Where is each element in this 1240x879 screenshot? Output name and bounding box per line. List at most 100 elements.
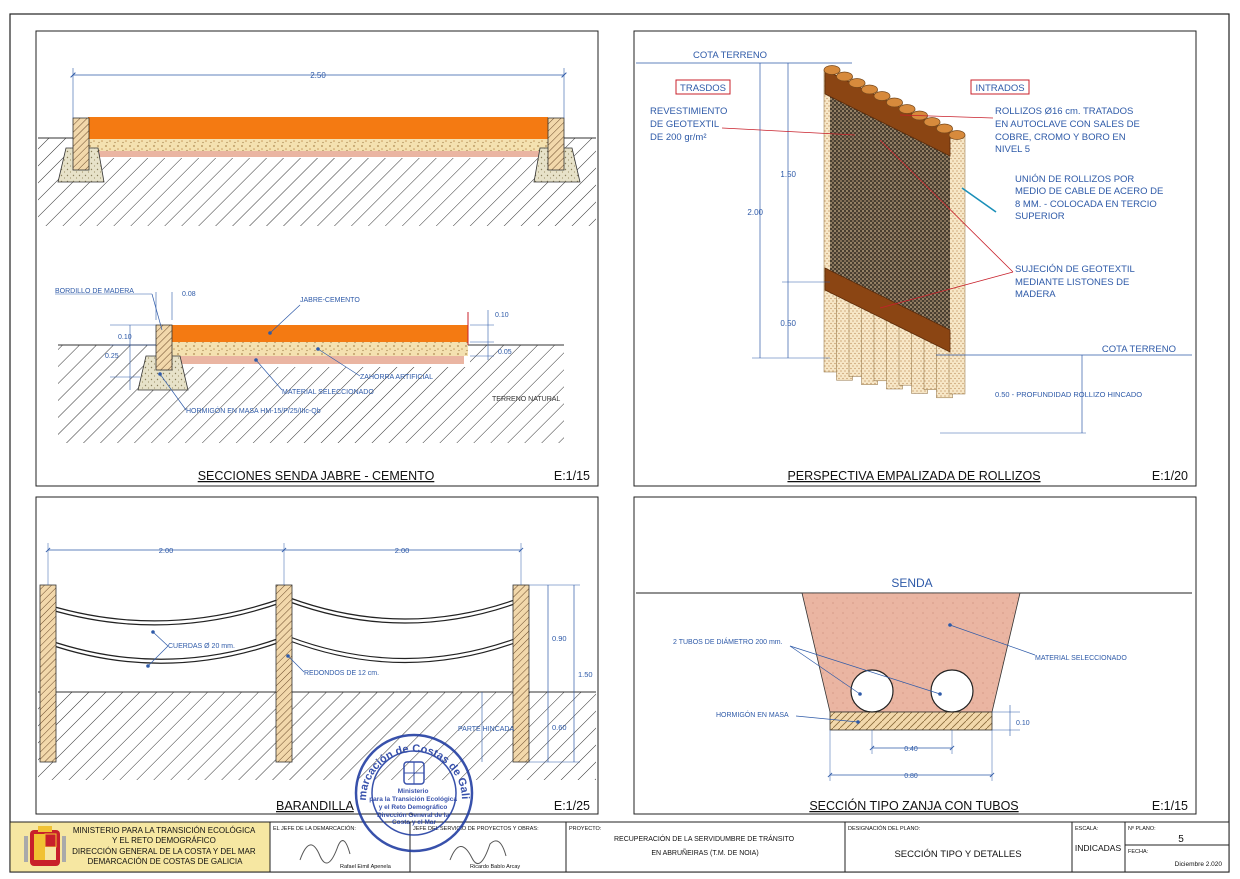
label-intrados: INTRADOS bbox=[975, 83, 1024, 94]
dim-sub: 0.05 bbox=[498, 349, 512, 356]
stamp-crest-icon bbox=[403, 761, 425, 785]
log-top bbox=[848, 78, 866, 88]
label-parte-hincada: PARTE HINCADA bbox=[458, 726, 514, 733]
label-revestimiento: REVESTIMIENTO DE GEOTEXTIL DE 200 gr/m² bbox=[650, 106, 730, 143]
panel-barandilla: 2.00 2.00 0.90 1.50 0.60 PARTE HINCADA C… bbox=[35, 496, 599, 815]
post-middle bbox=[275, 584, 293, 763]
jefe-servicio-label: JEFE DEL SERVICIO DE PROYECTOS Y OBRAS: bbox=[413, 826, 539, 832]
log-top bbox=[948, 130, 966, 140]
dim-h-below: 0.60 bbox=[552, 723, 567, 732]
log-top bbox=[861, 84, 878, 95]
fecha: Diciembre 2.020 bbox=[1175, 861, 1223, 868]
dim-top: 0.10 bbox=[495, 312, 509, 319]
panel-empalizada-scale: E:1/20 bbox=[1152, 469, 1188, 483]
dim-upper: 1.50 bbox=[780, 170, 796, 179]
panel-empalizada-title: PERSPECTIVA EMPALIZADA DE ROLLIZOS bbox=[787, 469, 1040, 483]
panel-empalizada: COTA TERRENO TRASDOS INTRADOS COTA TERRE… bbox=[633, 30, 1197, 487]
concrete-slab bbox=[829, 711, 993, 731]
material-layer-top bbox=[88, 151, 548, 157]
label-trasdos: TRASDOS bbox=[680, 83, 726, 94]
jabre-layer bbox=[172, 325, 468, 342]
proyecto-name: RECUPERACIÓN DE LA SERVIDUMBRE DE TRÁNSI… bbox=[614, 834, 796, 857]
log-top bbox=[923, 117, 941, 127]
panel-barandilla-scale: E:1/25 bbox=[554, 799, 590, 813]
bordillo-left-top bbox=[72, 117, 90, 171]
label-profundidad: 0.50 - PROFUNDIDAD ROLLIZO HINCADO bbox=[995, 390, 1142, 399]
cota-top: COTA TERRENO bbox=[693, 50, 767, 61]
geotextile-panel bbox=[830, 80, 950, 345]
label-terreno: TERRENO NATURAL bbox=[492, 396, 560, 403]
bordillo-bottom bbox=[155, 324, 173, 371]
zahorra-layer bbox=[172, 342, 468, 356]
signature-jefe bbox=[299, 840, 351, 864]
log-top bbox=[873, 91, 891, 101]
label-senda: SENDA bbox=[891, 576, 932, 590]
label-hormigon-zanja: HORMIGÓN EN MASA bbox=[716, 710, 789, 719]
bordillo-right-top bbox=[547, 117, 565, 171]
dim-width: 2.50 bbox=[310, 71, 326, 80]
panel-barandilla-title: BARANDILLA bbox=[276, 799, 354, 813]
label-cuerdas: CUERDAS Ø 20 mm. bbox=[168, 643, 235, 650]
label-material-zanja: MATERIAL SELECCIONADO bbox=[1035, 655, 1127, 662]
pipe-right bbox=[930, 669, 974, 713]
dim-h1: 0.10 bbox=[118, 334, 132, 341]
pipe-left bbox=[850, 669, 894, 713]
post-left bbox=[39, 584, 57, 763]
jabre-layer-top bbox=[88, 117, 548, 139]
jefe-name: Rafael Eimil Apenela bbox=[340, 864, 392, 870]
log-top bbox=[836, 71, 853, 82]
label-bordillo: BORDILLO DE MADERA bbox=[55, 288, 134, 295]
log-top bbox=[886, 97, 903, 108]
post-right bbox=[512, 584, 530, 763]
ministry-name: MINISTERIO PARA LA TRANSICIÓN ECOLÓGICA … bbox=[72, 826, 258, 866]
jefe-label: EL JEFE DE LA DEMARCACIÓN: bbox=[273, 825, 356, 832]
fecha-label: FECHA: bbox=[1128, 849, 1149, 855]
ground-hatch-barandilla bbox=[38, 692, 596, 780]
label-sujecion: SUJECIÓN DE GEOTEXTIL MEDIANTE LISTONES … bbox=[1015, 264, 1137, 300]
batten-bottom bbox=[824, 267, 951, 353]
dim-offset: 0.08 bbox=[182, 291, 196, 298]
log-top bbox=[936, 123, 953, 134]
panel-zanja-title: SECCIÓN TIPO ZANJA CON TUBOS bbox=[809, 798, 1018, 813]
dim-span1: 2.00 bbox=[159, 546, 174, 555]
dim-inner: 0.40 bbox=[904, 746, 918, 753]
label-rollizos: ROLLIZOS Ø16 cm. TRATADOS EN AUTOCLAVE C… bbox=[995, 106, 1142, 155]
material-layer bbox=[178, 356, 464, 364]
label-tubos: 2 TUBOS DE DIÁMETRO 200 mm. bbox=[673, 637, 783, 646]
dim-h-above: 0.90 bbox=[552, 634, 567, 643]
trench-fill bbox=[801, 592, 1021, 713]
dim-lower: 0.50 bbox=[780, 319, 796, 328]
dim-h-total: 1.50 bbox=[578, 670, 593, 679]
palisade-front-logs bbox=[823, 65, 966, 140]
label-union: UNIÓN DE ROLLIZOS POR MEDIO DE CABLE DE … bbox=[1015, 174, 1166, 222]
log-top bbox=[823, 65, 841, 75]
designacion: SECCIÓN TIPO Y DETALLES bbox=[894, 849, 1021, 860]
plano-number: 5 bbox=[1178, 834, 1184, 845]
panel-jabre-scale: E:1/15 bbox=[554, 469, 590, 483]
label-material: MATERIAL SELECCIONADO bbox=[282, 389, 374, 396]
label-jabre: JABRE-CEMENTO bbox=[300, 297, 360, 304]
dim-outer: 0.80 bbox=[904, 773, 918, 780]
cota-right: COTA TERRENO bbox=[1102, 344, 1176, 355]
jefe-servicio-name: Ricardo Babío Arcay bbox=[470, 864, 520, 870]
dim-span2: 2.00 bbox=[395, 546, 410, 555]
signature-jefe-servicio bbox=[449, 840, 507, 865]
label-hormigon: HORMIGÓN EN MASA HM-15/P/25/IIIc-Qb bbox=[186, 406, 321, 415]
stamp-inner-text: Ministerio para la Transición Ecológica … bbox=[369, 788, 459, 826]
log-top bbox=[898, 104, 916, 114]
dim-slab: 0.10 bbox=[1016, 720, 1030, 727]
plano-label: Nº PLANO: bbox=[1128, 825, 1156, 832]
label-redondos: REDONDOS DE 12 cm. bbox=[304, 670, 379, 677]
designacion-label: DESIGNACIÓN DEL PLANO: bbox=[848, 825, 921, 832]
dim-total: 2.00 bbox=[747, 208, 763, 217]
zahorra-layer-top bbox=[88, 139, 548, 151]
proyecto-label: PROYECTO: bbox=[569, 826, 602, 832]
label-zahorra: ZAHORRA ARTIFICIAL bbox=[360, 374, 433, 381]
dim-h2: 0.25 bbox=[105, 353, 119, 360]
coat-of-arms-icon bbox=[24, 826, 66, 866]
panel-zanja-scale: E:1/15 bbox=[1152, 799, 1188, 813]
title-block: MINISTERIO PARA LA TRANSICIÓN ECOLÓGICA … bbox=[9, 821, 1230, 873]
panel-jabre-title: SECCIONES SENDA JABRE - CEMENTO bbox=[198, 469, 435, 483]
panel-zanja: SENDA 2 TUBOS DE DIÁMETRO 200 mm. MATERI… bbox=[633, 496, 1197, 815]
